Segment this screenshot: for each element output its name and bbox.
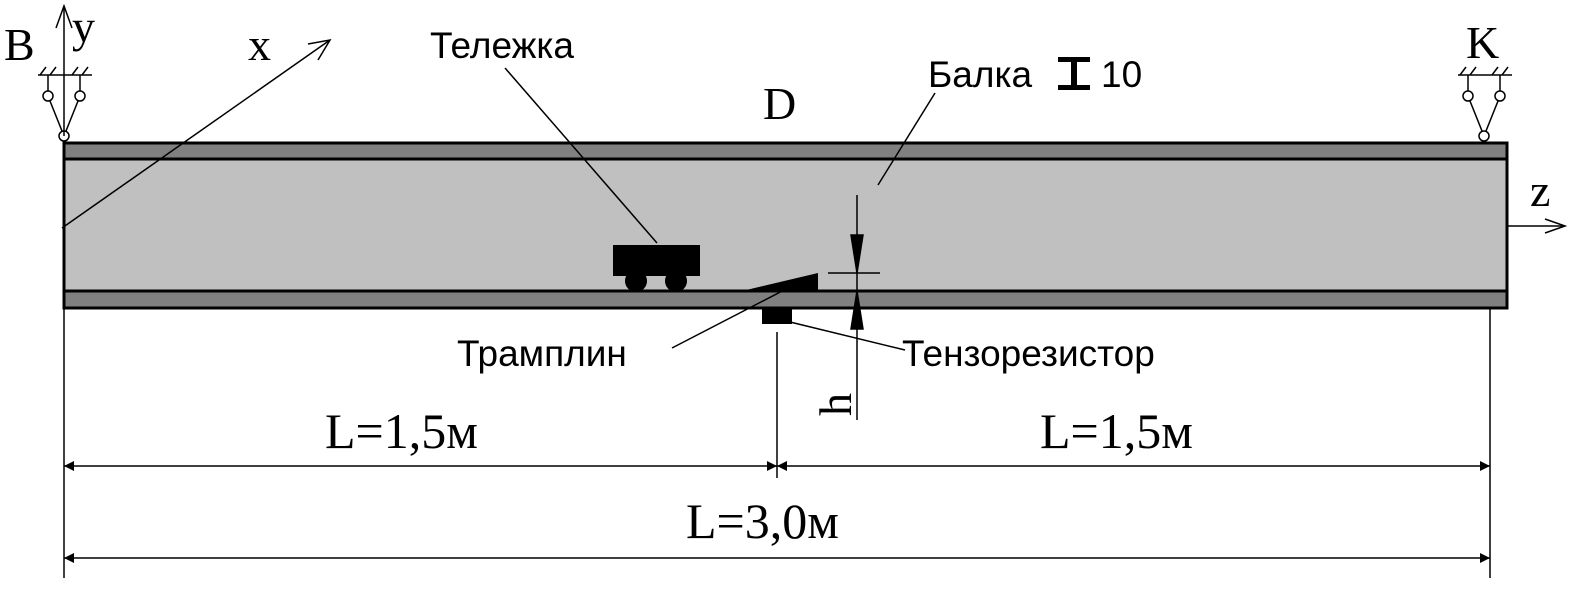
axis-y-label: y	[72, 1, 95, 52]
ramp	[742, 273, 818, 291]
point-d-label: D	[763, 78, 796, 129]
support-left	[38, 66, 92, 142]
support-right	[1458, 66, 1512, 142]
total-span-label: L=3,0м	[686, 493, 839, 549]
beam-label: Балка	[928, 54, 1032, 95]
axis-z	[1507, 218, 1568, 234]
cart	[613, 245, 700, 292]
beam-web	[62, 141, 1509, 310]
beam-top-flange	[62, 141, 1509, 161]
cart-leader	[504, 67, 658, 244]
cart-body	[613, 245, 700, 276]
i-beam-icon	[1058, 57, 1090, 90]
cart-wheel-right	[665, 270, 687, 292]
height-dimension	[828, 195, 880, 420]
ramp-label: Трамплин	[457, 333, 627, 374]
axis-x	[61, 38, 332, 229]
strain-gauge-label: Тензорезистор	[902, 333, 1155, 374]
cart-wheel-left	[625, 270, 647, 292]
left-span-label: L=1,5м	[325, 403, 478, 459]
beam-leader	[877, 92, 936, 186]
axis-x-label: x	[248, 19, 271, 70]
ramp-leader	[671, 286, 791, 349]
right-span-label: L=1,5м	[1040, 403, 1193, 459]
axis-z-label: z	[1530, 165, 1550, 216]
cart-label: Тележка	[430, 25, 574, 66]
beam	[62, 141, 1509, 310]
beam-number-label: 10	[1101, 54, 1142, 95]
beam-bottom-flange	[62, 289, 1509, 310]
axis-y	[55, 3, 73, 136]
support-right-label: K	[1466, 17, 1499, 68]
strain-gauge	[762, 308, 792, 324]
strain-gauge-leader	[789, 321, 906, 351]
support-left-label: B	[4, 19, 35, 70]
height-label: h	[810, 393, 861, 416]
extension-lines	[63, 308, 1491, 578]
